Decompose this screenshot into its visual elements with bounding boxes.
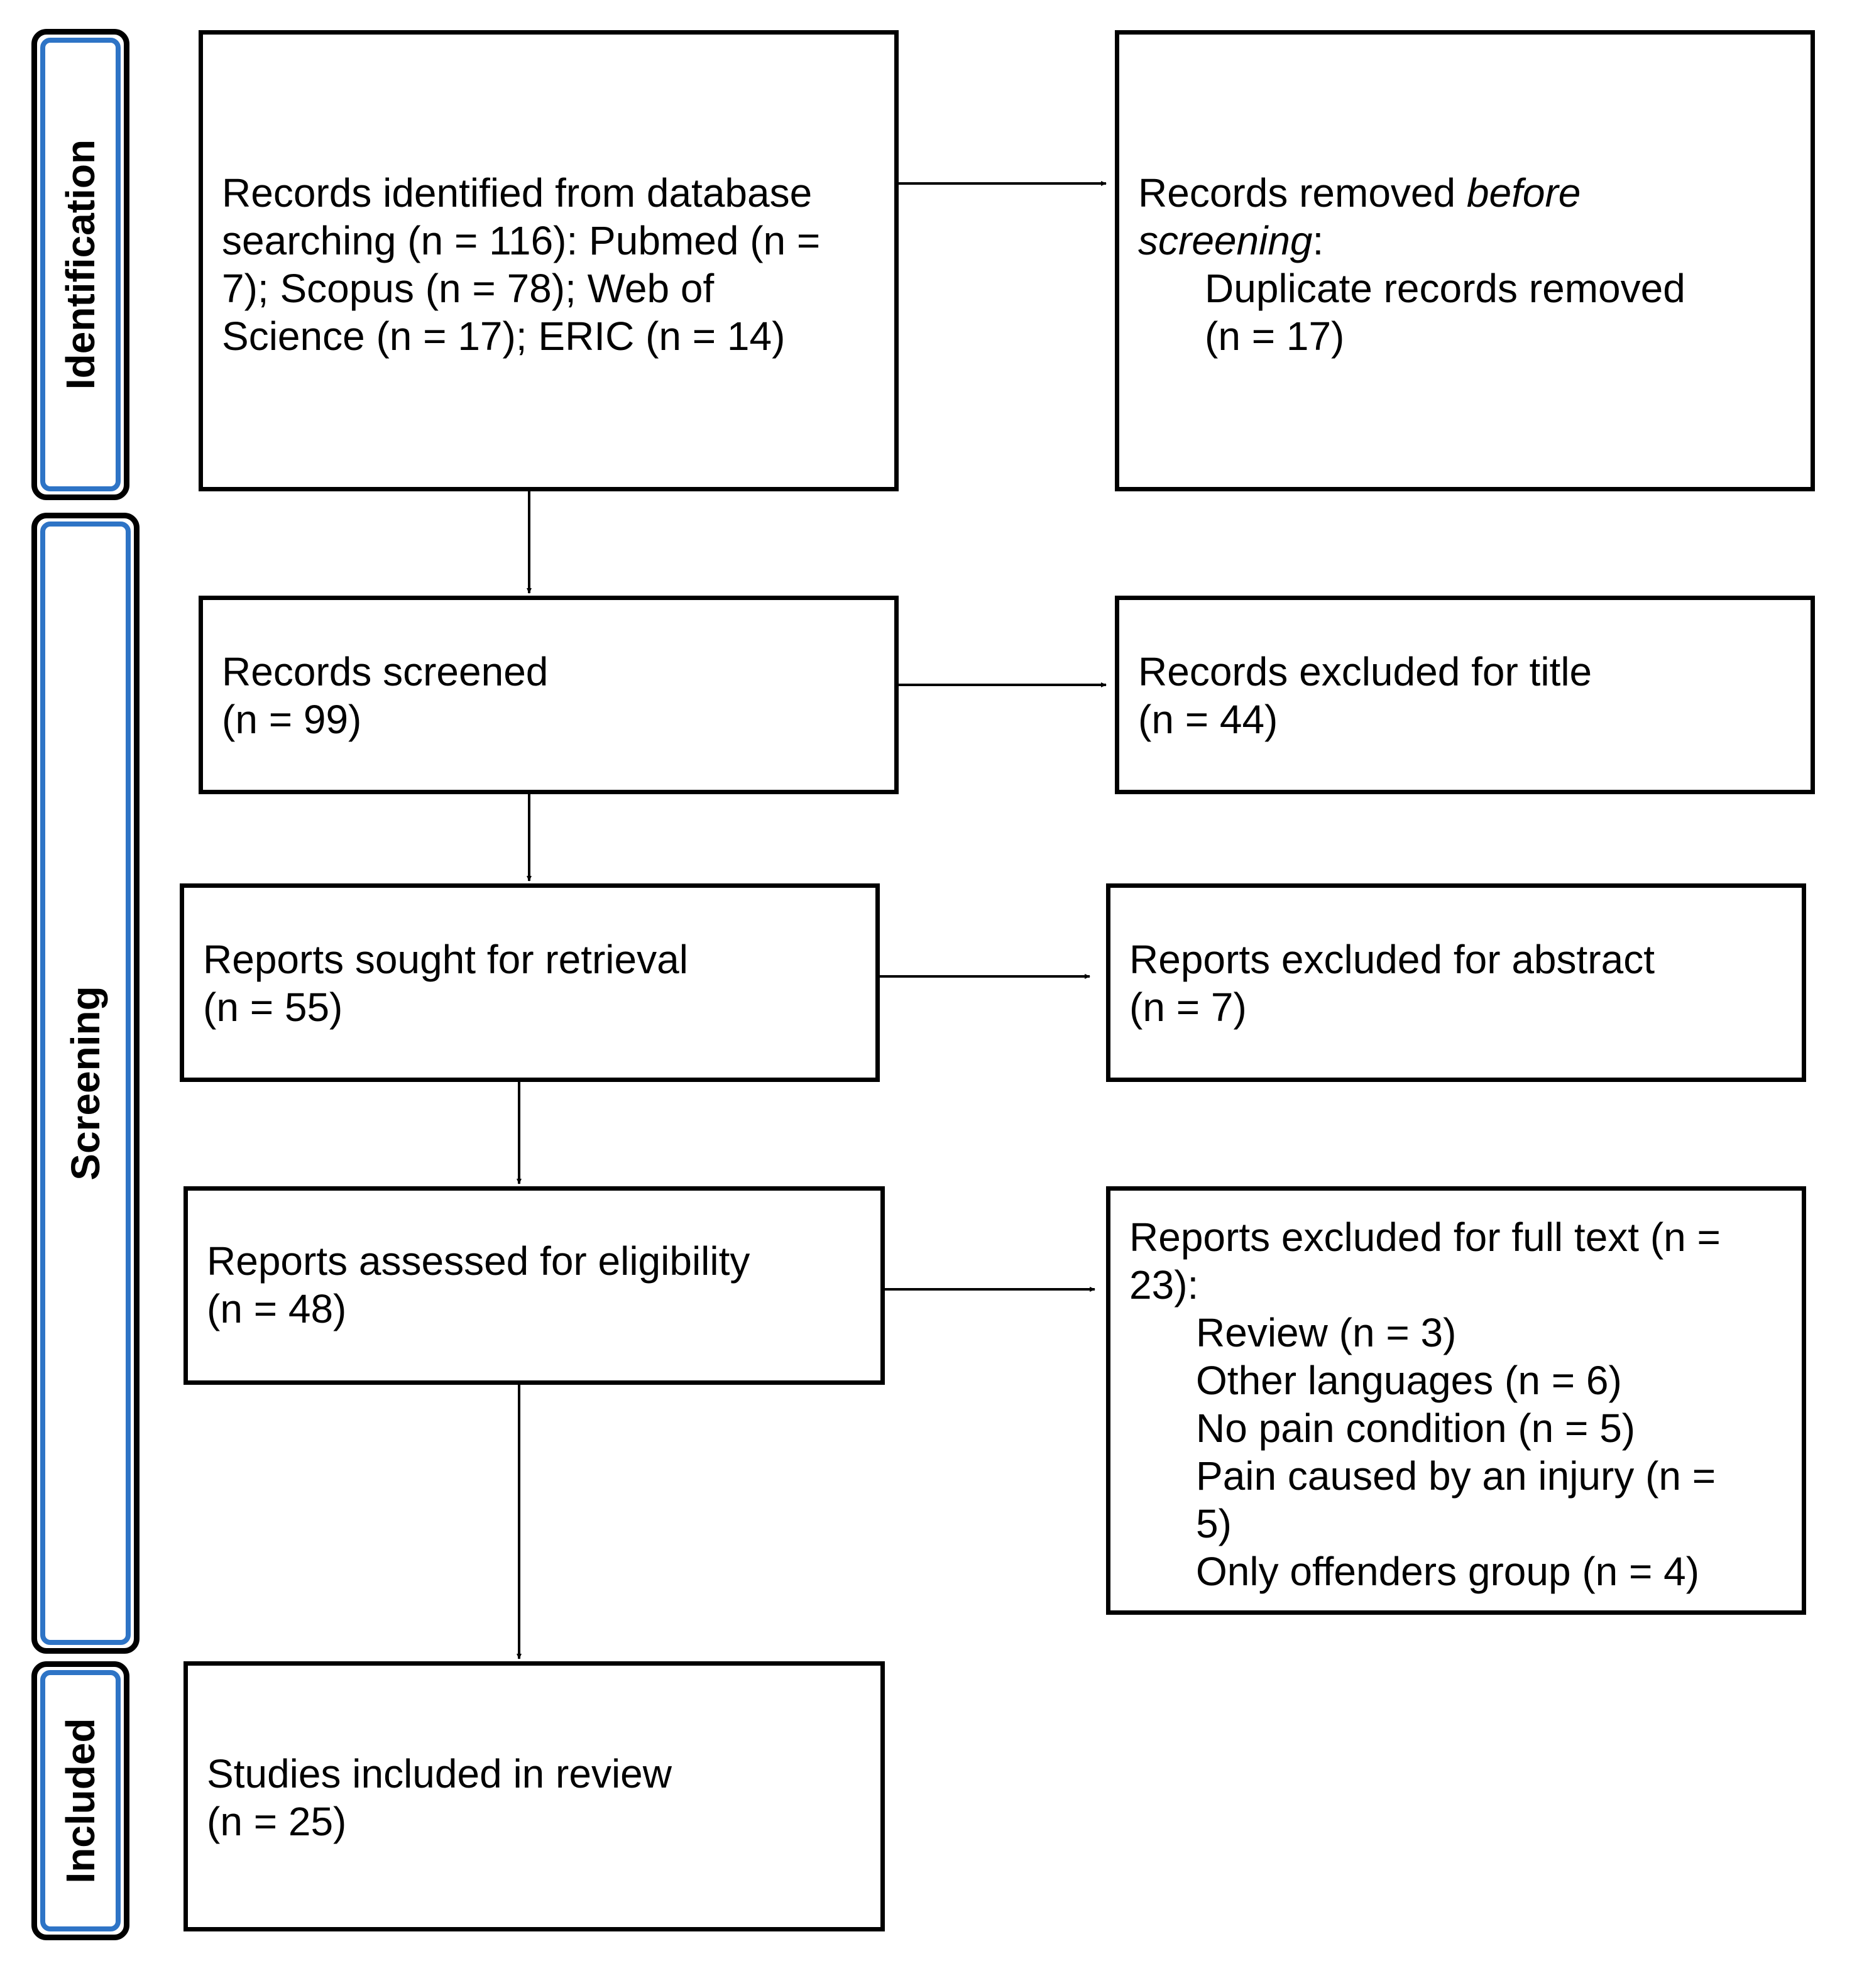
- phase-included: Included: [31, 1661, 129, 1940]
- records-screened-line-1: Records screened: [222, 649, 549, 694]
- phase-screening: Screening: [31, 513, 140, 1654]
- reports-excluded-abstract-line-2: (n = 7): [1129, 985, 1247, 1030]
- box-reports-excluded-fulltext: Reports excluded for full text (n = 23):…: [1106, 1186, 1806, 1615]
- fulltext-exclusion-item: No pain condition (n = 5): [1196, 1406, 1636, 1451]
- studies-included-line-1: Studies included in review: [207, 1751, 672, 1796]
- phase-identification: Identification: [31, 29, 129, 500]
- box-reports-excluded-abstract: Reports excluded for abstract (n = 7): [1106, 883, 1806, 1082]
- records-excluded-title-line-2: (n = 44): [1138, 697, 1278, 742]
- reports-sought-line-2: (n = 55): [203, 985, 343, 1030]
- records-removed-item-line-2: (n = 17): [1205, 314, 1345, 359]
- studies-included-line-2: (n = 25): [207, 1799, 347, 1844]
- reports-assessed-line-1: Reports assessed for eligibility: [207, 1238, 750, 1284]
- reports-excluded-fulltext-line-1: Reports excluded for full text (n =: [1129, 1215, 1721, 1260]
- records-identified-line-3: 7); Scopus (n = 78); Web of: [222, 266, 715, 311]
- box-records-removed: Records removed before screening: Duplic…: [1115, 30, 1815, 491]
- records-identified-line-1: Records identified from database: [222, 170, 813, 216]
- reports-sought-line-1: Reports sought for retrieval: [203, 937, 688, 982]
- fulltext-exclusion-item: Only offenders group (n = 4): [1196, 1549, 1700, 1594]
- records-identified-line-4: Science (n = 17); ERIC (n = 14): [222, 314, 786, 359]
- records-removed-heading-1: Records removed before: [1138, 170, 1581, 216]
- fulltext-exclusion-item: Other languages (n = 6): [1196, 1358, 1622, 1403]
- records-removed-item-line-1: Duplicate records removed: [1205, 266, 1685, 311]
- box-reports-assessed: Reports assessed for eligibility (n = 48…: [184, 1186, 885, 1385]
- box-records-excluded-title: Records excluded for title (n = 44): [1115, 596, 1815, 794]
- box-records-identified: Records identified from database searchi…: [199, 30, 899, 491]
- records-identified-line-2: searching (n = 116): Pubmed (n =: [222, 218, 821, 263]
- records-removed-heading-2: screening:: [1138, 218, 1324, 263]
- reports-excluded-abstract-line-1: Reports excluded for abstract: [1129, 937, 1655, 982]
- reports-assessed-line-2: (n = 48): [207, 1286, 347, 1331]
- box-studies-included: Studies included in review (n = 25): [184, 1661, 885, 1931]
- fulltext-exclusion-item: 5): [1196, 1501, 1232, 1546]
- records-screened-line-2: (n = 99): [222, 697, 362, 742]
- fulltext-exclusion-item: Review (n = 3): [1196, 1310, 1457, 1355]
- box-reports-sought: Reports sought for retrieval (n = 55): [180, 883, 880, 1082]
- reports-excluded-fulltext-line-2: 23):: [1129, 1262, 1199, 1308]
- fulltext-exclusion-item: Pain caused by an injury (n =: [1196, 1453, 1716, 1499]
- records-excluded-title-line-1: Records excluded for title: [1138, 649, 1592, 694]
- box-records-screened: Records screened (n = 99): [199, 596, 899, 794]
